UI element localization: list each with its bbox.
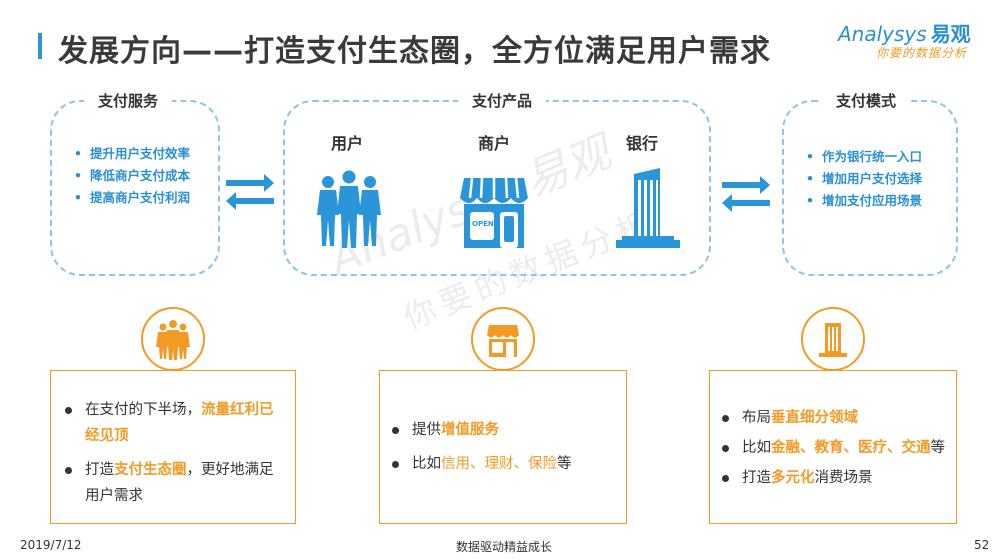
highlight-text: 医疗 [858, 440, 887, 456]
highlight-text: 增值服务 [441, 422, 499, 438]
insight-list-right: 布局垂直细分领域 比如金融、教育、医疗、交通等 打造多元化消费场景 [716, 405, 950, 491]
bidirectional-arrow-icon [226, 174, 274, 210]
highlight-text: 教育 [814, 440, 844, 456]
highlight-text: 理财 [484, 456, 514, 472]
text: 、 [800, 440, 815, 456]
text: 提供 [412, 422, 441, 438]
column-merchant-label: 商户 [478, 134, 511, 153]
highlight-text: 支付生态圈 [114, 462, 187, 478]
list-item: 在支付的下半场，流量红利已经见顶 [59, 397, 281, 449]
footer-slogan: 数据驱动精益成长 [456, 540, 553, 554]
title-accent-bar [38, 33, 42, 59]
text: 等 [557, 456, 572, 472]
column-user-label: 用户 [331, 134, 364, 153]
insight-list-left: 在支付的下半场，流量红利已经见顶 打造支付生态圈，更好地满足用户需求 [59, 397, 281, 509]
list-item: 打造多元化消费场景 [716, 465, 950, 491]
text: 、 [887, 440, 902, 456]
users-group-icon [156, 320, 190, 360]
payment-mode-label: 支付模式 [822, 90, 911, 111]
payment-mode-list: 作为银行统一入口 增加用户支付选择 增加支付应用场景 [806, 146, 922, 212]
highlight-text: 金融 [771, 440, 800, 456]
text: 打造 [742, 470, 771, 486]
page-number: 52 [974, 538, 990, 552]
list-item: 打造支付生态圈，更好地满足用户需求 [59, 457, 281, 509]
payment-service-list-wrap: 提升用户支付效率 降低商户支付成本 提高商户支付利润 [74, 143, 190, 209]
list-item: 降低商户支付成本 [74, 165, 190, 187]
highlight-text: 交通 [901, 440, 931, 456]
list-item: 比如金融、教育、医疗、交通等 [716, 435, 950, 461]
shop-icon: OPEN [460, 177, 528, 248]
text: 打造 [85, 462, 114, 478]
list-item: 增加用户支付选择 [806, 168, 922, 190]
shop-circle [471, 307, 535, 371]
bank-building-icon [819, 323, 847, 357]
insight-box-left: 在支付的下半场，流量红利已经见顶 打造支付生态圈，更好地满足用户需求 [50, 370, 296, 524]
payment-service-label: 支付服务 [84, 90, 173, 111]
column-bank-label: 银行 [626, 134, 659, 153]
users-group-icon [317, 170, 381, 248]
list-item: 提升用户支付效率 [74, 143, 190, 165]
insight-box-right: 布局垂直细分领域 比如金融、教育、医疗、交通等 打造多元化消费场景 [709, 370, 957, 524]
highlight-text: 流量红利已经见顶 [85, 402, 274, 444]
text: 布局 [742, 410, 771, 426]
bank-circle [801, 307, 865, 371]
payment-product-label: 支付产品 [458, 90, 547, 111]
payment-mode-list-wrap: 作为银行统一入口 增加用户支付选择 增加支付应用场景 [806, 146, 922, 212]
text: 在支付的下半场， [85, 402, 201, 418]
insight-box-middle: 提供增值服务 比如信用、理财、保险等 [379, 370, 627, 524]
text: 比如 [742, 440, 771, 456]
text: ，更好地满足用户需求 [85, 462, 274, 504]
open-sign: OPEN [472, 220, 494, 228]
list-item: 提高商户支付利润 [74, 187, 190, 209]
list-item: 布局垂直细分领域 [716, 405, 950, 431]
logo-main-text: Analysys [838, 22, 927, 46]
text: 等 [930, 440, 946, 456]
logo-tagline: 你要的数据分析 [876, 46, 968, 60]
bank-building-icon [616, 168, 680, 248]
text: 、 [843, 440, 859, 456]
logo-cn-text: 易观 [930, 22, 971, 46]
highlight-text: 多元化 [771, 470, 815, 486]
text: 消费场景 [814, 470, 873, 486]
insight-list-middle: 提供增值服务 比如信用、理财、保险等 [386, 417, 616, 477]
text: 、 [513, 456, 529, 472]
footer-date: 2019/7/12 [20, 538, 82, 552]
users-circle [141, 307, 205, 371]
bidirectional-arrow-icon [722, 176, 770, 212]
shop-icon [487, 325, 519, 357]
list-item: 作为银行统一入口 [806, 146, 922, 168]
list-item: 增加支付应用场景 [806, 190, 922, 212]
page-title: 发展方向——打造支付生态圈，全方位满足用户需求 [58, 34, 771, 69]
text: 比如 [412, 456, 441, 472]
highlight-text: 垂直细分领域 [771, 410, 858, 426]
highlight-text: 信用 [441, 456, 470, 472]
list-item: 比如信用、理财、保险等 [386, 451, 616, 477]
payment-service-list: 提升用户支付效率 降低商户支付成本 提高商户支付利润 [74, 143, 190, 209]
highlight-text: 保险 [528, 456, 557, 472]
text: 、 [470, 456, 485, 472]
list-item: 提供增值服务 [386, 417, 616, 443]
